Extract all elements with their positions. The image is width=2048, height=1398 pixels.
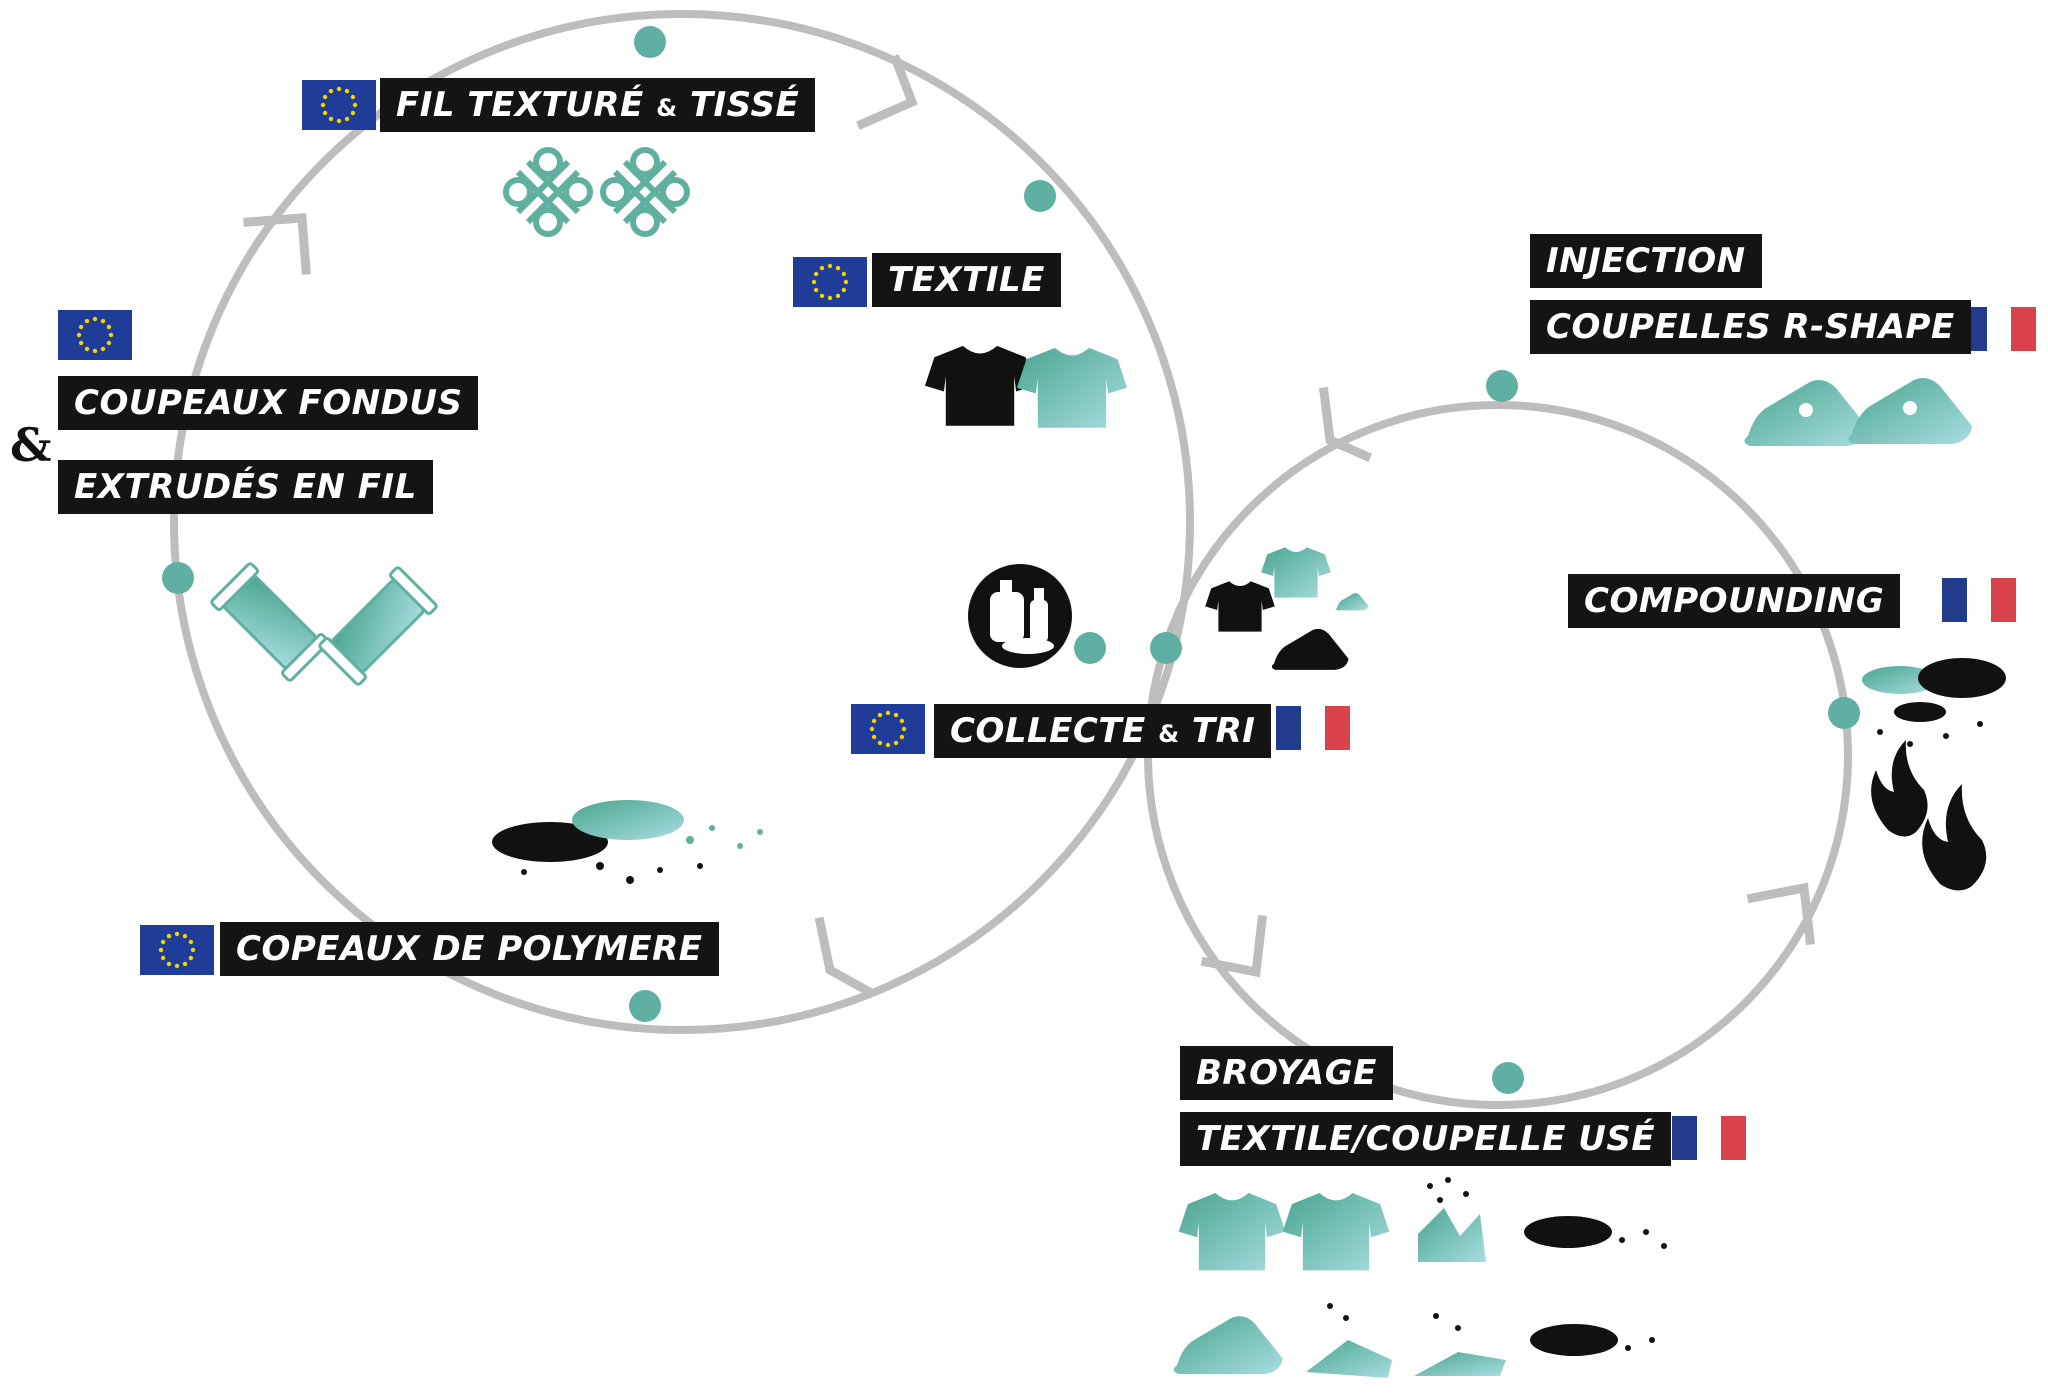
cycle-nodes xyxy=(162,26,1860,1094)
node-compounding xyxy=(1828,697,1860,729)
shredding-cup-icons xyxy=(1173,1303,1655,1378)
label-extrudes-en-fil: EXTRUDÉS EN FIL xyxy=(58,460,433,514)
node-top xyxy=(634,26,666,58)
compounding-powder-icon xyxy=(1862,658,2006,747)
flow-arrows xyxy=(243,54,1815,997)
label-compounding: COMPOUNDING xyxy=(1568,574,1901,628)
node-collecte-left xyxy=(1074,632,1106,664)
french-flag-icon xyxy=(1942,578,2017,622)
eu-flag-icon xyxy=(302,80,376,130)
eu-flag-icon xyxy=(140,925,214,975)
r-shape-cup-icon xyxy=(1744,378,1972,446)
collected-items-icon xyxy=(1205,547,1369,670)
label-broyage: BROYAGE xyxy=(1180,1046,1393,1100)
eu-flag-icon xyxy=(851,704,925,754)
flame-icon xyxy=(1871,740,1987,891)
label-textile: TEXTILE xyxy=(872,253,1061,307)
ampersand-symbol: & xyxy=(10,418,52,472)
french-flag-icon xyxy=(1962,307,2037,351)
node-bottom xyxy=(629,990,661,1022)
label-collecte-tri: COLLECTE & TRI xyxy=(934,704,1272,758)
eu-flag-icon xyxy=(793,257,867,307)
label-fil-texture-tisse: FIL TEXTURÉ & TISSÉ xyxy=(380,78,816,132)
plastic-bottles-icon xyxy=(968,564,1072,668)
french-flag-icon xyxy=(1276,706,1351,750)
label-injection: INJECTION xyxy=(1530,234,1762,288)
left-cycle-ring xyxy=(170,10,1194,1034)
label-coupelles-r-shape: COUPELLES R-SHAPE xyxy=(1530,300,1971,354)
shredding-textile-icons xyxy=(1178,1177,1667,1271)
label-coupeaux-fondus: COUPEAUX FONDUS xyxy=(58,376,479,430)
node-injection xyxy=(1486,370,1518,402)
thread-spool-icon xyxy=(210,562,438,686)
woven-knot-icon xyxy=(503,147,690,237)
t-shirt-icon xyxy=(924,345,1128,428)
label-copeaux-de-polymere: COPEAUX DE POLYMERE xyxy=(220,922,719,976)
node-broyage xyxy=(1492,1062,1524,1094)
polymer-powder-icon xyxy=(492,800,763,884)
french-flag-icon xyxy=(1672,1116,1747,1160)
label-textile-coupelle-use: TEXTILE/COUPELLE USÉ xyxy=(1180,1112,1672,1166)
node-center xyxy=(1150,632,1182,664)
node-left xyxy=(162,562,194,594)
node-textile xyxy=(1024,180,1056,212)
eu-flag-icon xyxy=(58,310,132,360)
